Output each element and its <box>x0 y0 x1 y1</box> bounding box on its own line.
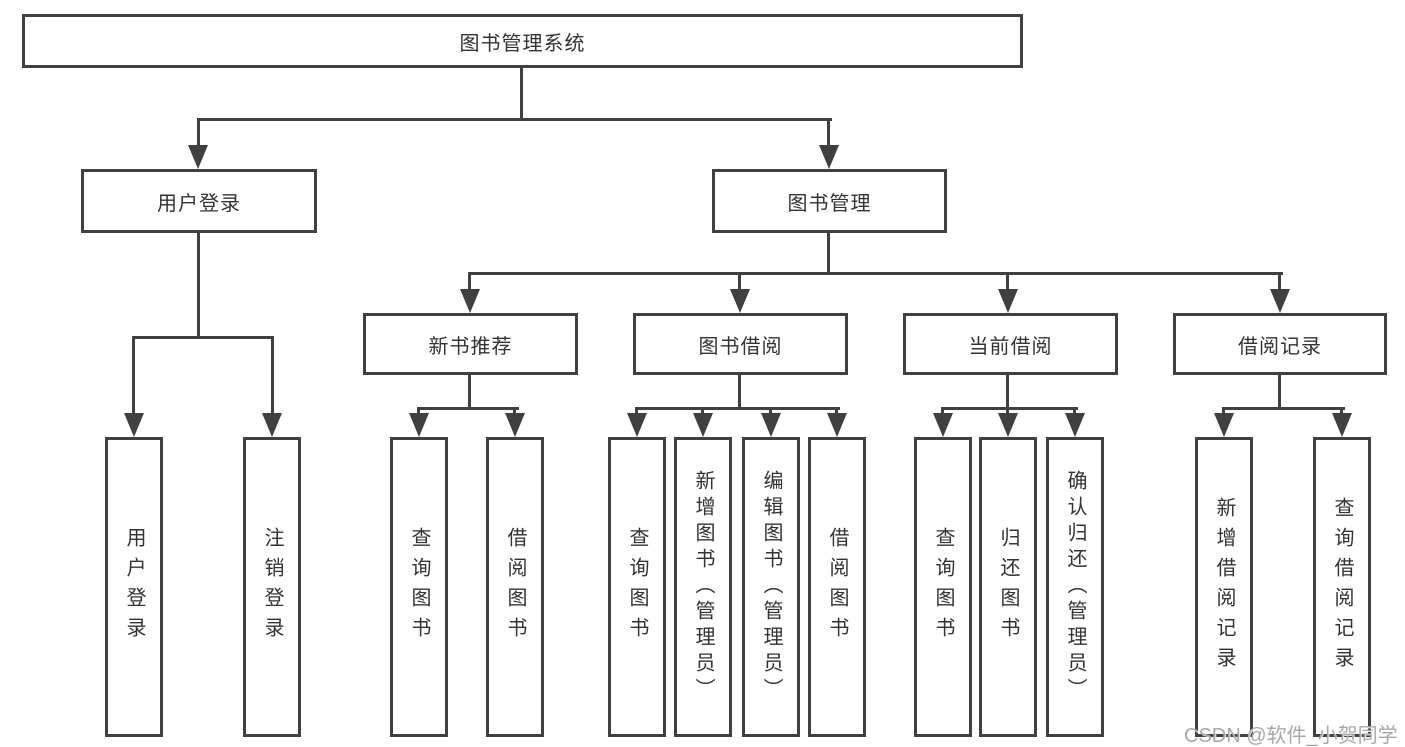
connector-drop-cb2 <box>1006 407 1009 417</box>
connector-currentborrow-h <box>941 407 1078 410</box>
arrowhead-cb2 <box>998 413 1018 437</box>
connector-drop-nb2 <box>513 407 516 417</box>
arrowhead-leaf-logout <box>262 413 282 437</box>
connector-drop-bb4 <box>835 407 838 417</box>
node-label: 图书管理 <box>787 192 872 215</box>
leaf-add-borrow-record: 新增借阅记录 <box>1195 437 1253 737</box>
leaf-label: 编辑图书（管理员） <box>760 470 782 704</box>
connector-newbook-v <box>468 373 471 409</box>
node-label: 新书推荐 <box>428 335 513 358</box>
arrowhead-leaf-userlogin <box>124 413 144 437</box>
node-library-management-system: 图书管理系统 <box>22 14 1023 68</box>
connector-drop-bb1 <box>635 407 638 417</box>
csdn-watermark: CSDN @软件_小贺同学 <box>1184 725 1398 747</box>
node-book-borrowing: 图书借阅 <box>633 313 848 375</box>
connector-newbook-h <box>417 407 519 410</box>
connector-currentborrow-v <box>1006 373 1009 409</box>
leaf-borrow-books-recommend: 借阅图书 <box>486 437 544 737</box>
leaf-label: 归还图书 <box>997 527 1019 647</box>
leaf-logout: 注销登录 <box>243 437 301 737</box>
connector-drop-cb3 <box>1073 407 1076 417</box>
arrowhead-br1 <box>1214 413 1234 437</box>
leaf-edit-books-admin: 编辑图书（管理员） <box>742 437 800 737</box>
arrowhead-cb3 <box>1065 413 1085 437</box>
connector-drop-bookborrow <box>738 272 741 292</box>
arrowhead-book-management <box>819 145 839 169</box>
connector-drop-borrowrecords <box>1278 272 1281 292</box>
connector-drop-br1 <box>1222 407 1225 417</box>
connector-borrowrecords-h <box>1222 407 1345 410</box>
connector-bookmgmt-v <box>827 232 830 274</box>
leaf-query-borrow-record: 查询借阅记录 <box>1313 437 1371 737</box>
arrowhead-br2 <box>1332 413 1352 437</box>
node-label: 用户登录 <box>157 192 241 215</box>
arrowhead-borrowrecords <box>1270 289 1290 313</box>
arrowhead-user-login <box>188 145 208 169</box>
leaf-return-books: 归还图书 <box>979 437 1037 737</box>
leaf-query-books-current: 查询图书 <box>914 437 972 737</box>
connector-drop-newbook <box>468 272 471 292</box>
leaf-borrow-books-borrowing: 借阅图书 <box>808 437 866 737</box>
arrowhead-currentborrow <box>998 289 1018 313</box>
arrowhead-nb1 <box>409 413 429 437</box>
connector-drop-bb3 <box>769 407 772 417</box>
arrowhead-cb1 <box>933 413 953 437</box>
leaf-label: 查询借阅记录 <box>1331 497 1353 677</box>
leaf-query-books-borrowing: 查询图书 <box>608 437 666 737</box>
leaf-label: 查询图书 <box>626 527 648 647</box>
connector-bookborrow-v <box>738 373 741 409</box>
node-current-borrowing: 当前借阅 <box>903 313 1118 375</box>
node-label: 借阅记录 <box>1238 335 1322 358</box>
node-book-management: 图书管理 <box>712 169 947 233</box>
connector-drop-user-login <box>197 118 200 150</box>
leaf-label: 借阅图书 <box>504 527 526 647</box>
node-borrowing-records: 借阅记录 <box>1173 313 1387 375</box>
connector-drop-br2 <box>1340 407 1343 417</box>
connector-drop-book-management <box>827 118 830 150</box>
node-label: 当前借阅 <box>968 335 1053 358</box>
node-new-book-recommend: 新书推荐 <box>363 313 578 375</box>
connector-drop-currentborrow <box>1006 272 1009 292</box>
arrowhead-nb2 <box>505 413 525 437</box>
leaf-label: 用户登录 <box>123 527 145 647</box>
leaf-label: 新增借阅记录 <box>1213 497 1235 677</box>
connector-root-h <box>197 118 832 121</box>
connector-userlogin-h <box>132 336 274 339</box>
node-label: 图书管理系统 <box>459 32 586 55</box>
connector-drop-bb2 <box>701 407 704 417</box>
connector-bookmgmt-h <box>468 272 1283 275</box>
connector-drop-leaf-logout <box>271 336 274 416</box>
arrowhead-newbook <box>460 289 480 313</box>
leaf-label: 查询图书 <box>932 527 954 647</box>
leaf-query-books-recommend: 查询图书 <box>390 437 448 737</box>
connector-bookborrow-h <box>635 407 840 410</box>
arrowhead-bookborrow <box>730 289 750 313</box>
connector-userlogin-v <box>197 231 200 338</box>
leaf-confirm-return-admin: 确认归还（管理员） <box>1046 437 1104 737</box>
connector-borrowrecords-v <box>1278 373 1281 409</box>
leaf-label: 新增图书（管理员） <box>692 470 714 704</box>
connector-root-v <box>520 68 523 121</box>
arrowhead-bb1 <box>627 413 647 437</box>
arrowhead-bb3 <box>761 413 781 437</box>
leaf-user-login: 用户登录 <box>105 437 163 737</box>
leaf-label: 查询图书 <box>408 527 430 647</box>
connector-drop-cb1 <box>941 407 944 417</box>
leaf-label: 确认归还（管理员） <box>1064 470 1086 704</box>
arrowhead-bb4 <box>827 413 847 437</box>
connector-drop-nb1 <box>417 407 420 417</box>
connector-drop-leaf-userlogin <box>132 336 135 416</box>
arrowhead-bb2 <box>693 413 713 437</box>
leaf-add-books-admin: 新增图书（管理员） <box>674 437 732 737</box>
node-user-login: 用户登录 <box>81 169 317 233</box>
leaf-label: 注销登录 <box>261 527 283 647</box>
leaf-label: 借阅图书 <box>826 527 848 647</box>
node-label: 图书借阅 <box>698 335 783 358</box>
